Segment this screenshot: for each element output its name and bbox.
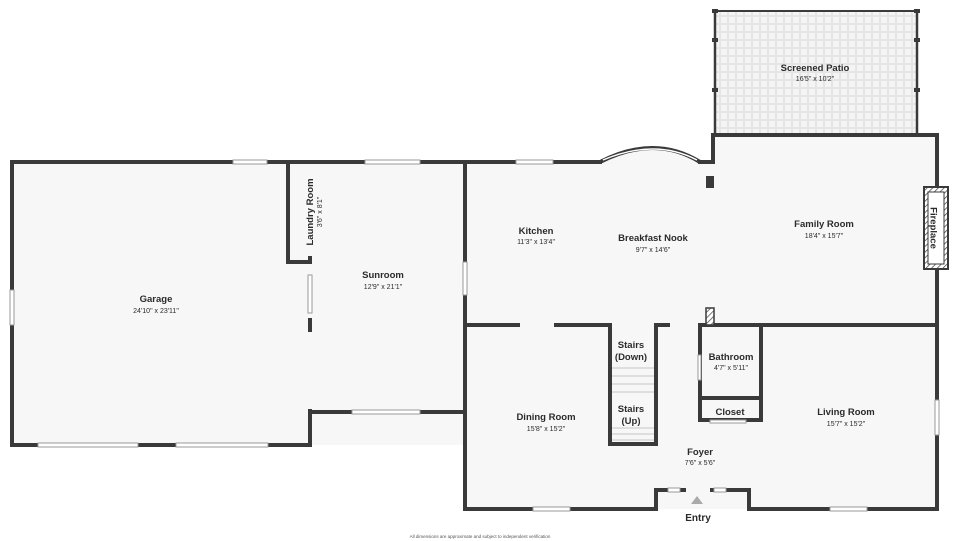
- room-dim-laundry: 3'6" x 8'1": [317, 196, 324, 227]
- room-name-breakfast: Breakfast Nook: [618, 233, 688, 244]
- stairs-up-label-2: (Up): [622, 416, 641, 427]
- entry-label: Entry: [685, 513, 711, 524]
- room-dim-sunroom: 12'9" x 21'1": [364, 284, 403, 291]
- room-dim-living: 15'7" x 15'2": [827, 421, 866, 428]
- room-dim-patio: 16'5" x 10'2": [796, 76, 835, 83]
- windows: [9, 159, 940, 512]
- room-dim-dining: 15'8" x 15'2": [527, 426, 566, 433]
- room-name-bathroom: Bathroom: [709, 352, 754, 363]
- room-dim-kitchen: 11'3" x 13'4": [517, 239, 555, 246]
- room-labels: Garage 24'10" x 23'11" Laundry Room 3'6"…: [133, 63, 875, 467]
- bay-window: [599, 146, 702, 164]
- stairs-up-label-1: Stairs: [618, 404, 644, 415]
- entry: Entry: [685, 496, 711, 524]
- room-dim-foyer: 7'6" x 5'6": [685, 460, 716, 467]
- stairs: Stairs (Down) Stairs (Up): [612, 340, 654, 441]
- entry-arrow-icon: [691, 496, 703, 504]
- stairs-down-label-1: Stairs: [618, 340, 644, 351]
- disclaimer: All dimensions are approximate and subje…: [410, 534, 551, 539]
- room-name-family: Family Room: [794, 219, 854, 230]
- screened-patio: [712, 9, 920, 136]
- room-name-patio: Screened Patio: [781, 63, 850, 74]
- room-name-closet: Closet: [715, 407, 745, 418]
- room-dim-garage: 24'10" x 23'11": [133, 308, 179, 315]
- fireplace-label: Fireplace: [927, 207, 938, 249]
- room-name-dining: Dining Room: [516, 412, 575, 423]
- room-name-garage: Garage: [140, 294, 173, 305]
- room-name-foyer: Foyer: [687, 447, 713, 458]
- room-dim-family: 18'4" x 15'7": [805, 233, 844, 240]
- room-name-sunroom: Sunroom: [362, 270, 404, 281]
- room-name-laundry: Laundry Room: [305, 178, 316, 245]
- room-dim-breakfast: 9'7" x 14'6": [636, 247, 671, 254]
- room-dim-bathroom: 4'7" x 5'11": [714, 365, 748, 372]
- floor-fills: [12, 135, 937, 509]
- stairs-down-label-2: (Down): [615, 352, 647, 363]
- fireplace: Fireplace: [923, 186, 949, 270]
- room-name-kitchen: Kitchen: [519, 226, 554, 237]
- room-name-living: Living Room: [817, 407, 875, 418]
